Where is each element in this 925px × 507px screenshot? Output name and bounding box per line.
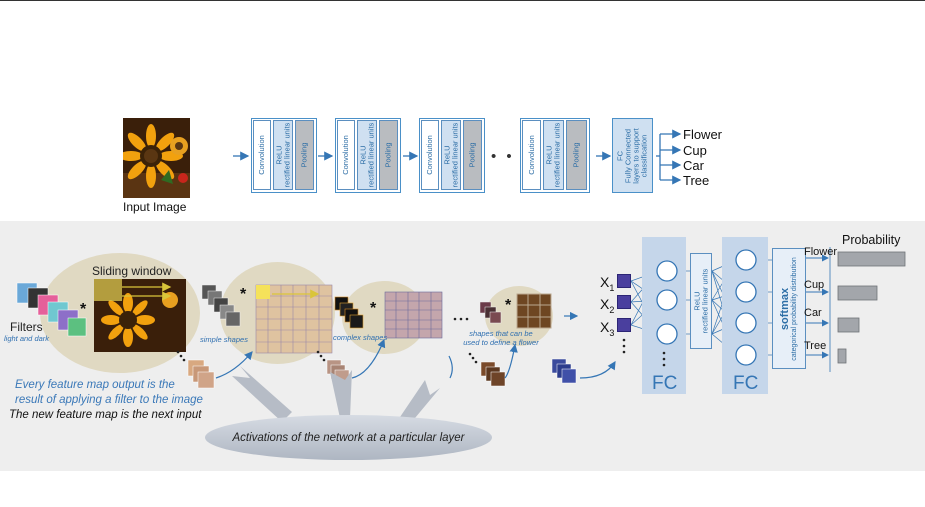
activation-pointers xyxy=(232,366,440,424)
neuron xyxy=(735,281,757,303)
neuron xyxy=(735,312,757,334)
complex-shape-filters xyxy=(334,296,364,329)
neuron xyxy=(735,249,757,271)
probability-bar-tree xyxy=(837,348,847,364)
output-label-cup: Cup xyxy=(683,143,707,158)
filter-stack xyxy=(16,282,87,337)
convolution-block-3: Convolution xyxy=(421,120,439,190)
feature-grid-3 xyxy=(516,293,552,329)
feature-grid-1 xyxy=(255,284,333,354)
input-neuron-2 xyxy=(617,295,631,309)
complex-shapes-label: complex shapes xyxy=(333,333,388,342)
class-label-tree: Tree xyxy=(804,340,827,352)
output-label-tree: Tree xyxy=(683,173,710,188)
convolution-star-3: * xyxy=(370,300,377,317)
input-neuron-3 xyxy=(617,318,631,332)
neuron xyxy=(656,289,678,311)
convolution-block-4: Convolution xyxy=(522,120,541,190)
pooling-block-1: Pooling xyxy=(295,120,314,190)
fc-label-1: FC xyxy=(652,373,678,394)
pooling-block-2: Pooling xyxy=(379,120,398,190)
probability-title: Probability xyxy=(842,233,901,247)
class-label-flower: Flower xyxy=(804,246,838,258)
input-image-label: Input Image xyxy=(123,200,187,214)
feature-grid-2 xyxy=(384,291,443,339)
probability-bar-car xyxy=(837,317,860,333)
class-label-car: Car xyxy=(804,307,822,319)
filters-sublabel: light and dark xyxy=(4,334,50,343)
neuron xyxy=(656,260,678,282)
output-label-car: Car xyxy=(683,158,704,173)
softmax-strip: softmax categorical probability distribu… xyxy=(772,248,806,369)
next-input-note: The new feature map is the next input xyxy=(9,409,202,421)
feature-map-stack-3 xyxy=(480,361,506,387)
x2-label: X2 xyxy=(600,296,615,315)
flower-shapes-label: shapes that can be used to define a flow… xyxy=(463,329,539,347)
input-image xyxy=(123,118,190,198)
ellipsis-dots: • • • xyxy=(491,148,531,165)
input-neuron-1 xyxy=(617,274,631,288)
convolution-star-4: * xyxy=(505,297,512,314)
fully-connected-block: FC Fully Connected layers to support cla… xyxy=(612,118,653,193)
feature-map-stack-4 xyxy=(551,358,577,384)
feature-map-stack-1 xyxy=(187,359,215,389)
x1-label: X1 xyxy=(600,274,615,293)
convolution-block-1: Convolution xyxy=(253,120,271,190)
fc-label-2: FC xyxy=(733,373,759,394)
neuron xyxy=(656,323,678,345)
neuron xyxy=(735,344,757,366)
feature-map-note: Every feature map output is the result o… xyxy=(15,379,203,406)
probability-bar-flower xyxy=(837,251,906,267)
sliding-window-image xyxy=(94,279,186,352)
filters-label: Filters xyxy=(10,320,43,334)
convolution-star-2: * xyxy=(240,286,247,303)
convolution-block-2: Convolution xyxy=(337,120,355,190)
dot-trails xyxy=(176,317,478,364)
top-border xyxy=(0,0,925,1)
convolution-star-1: * xyxy=(80,301,87,318)
class-label-cup: Cup xyxy=(804,279,825,291)
pooling-block-4: Pooling xyxy=(566,120,587,190)
probability-bar-cup xyxy=(837,285,878,301)
x3-label: X3 xyxy=(600,319,615,338)
activations-label: Activations of the network at a particul… xyxy=(232,431,465,444)
simple-shape-filters xyxy=(201,284,241,327)
simple-shapes-label: simple shapes xyxy=(200,335,248,344)
sliding-window-label: Sliding window xyxy=(92,264,172,278)
output-label-flower: Flower xyxy=(683,127,723,142)
pooling-block-3: Pooling xyxy=(463,120,482,190)
flower-shape-filters xyxy=(479,301,502,324)
activations-ellipse: Activations of the network at a particul… xyxy=(205,415,492,460)
